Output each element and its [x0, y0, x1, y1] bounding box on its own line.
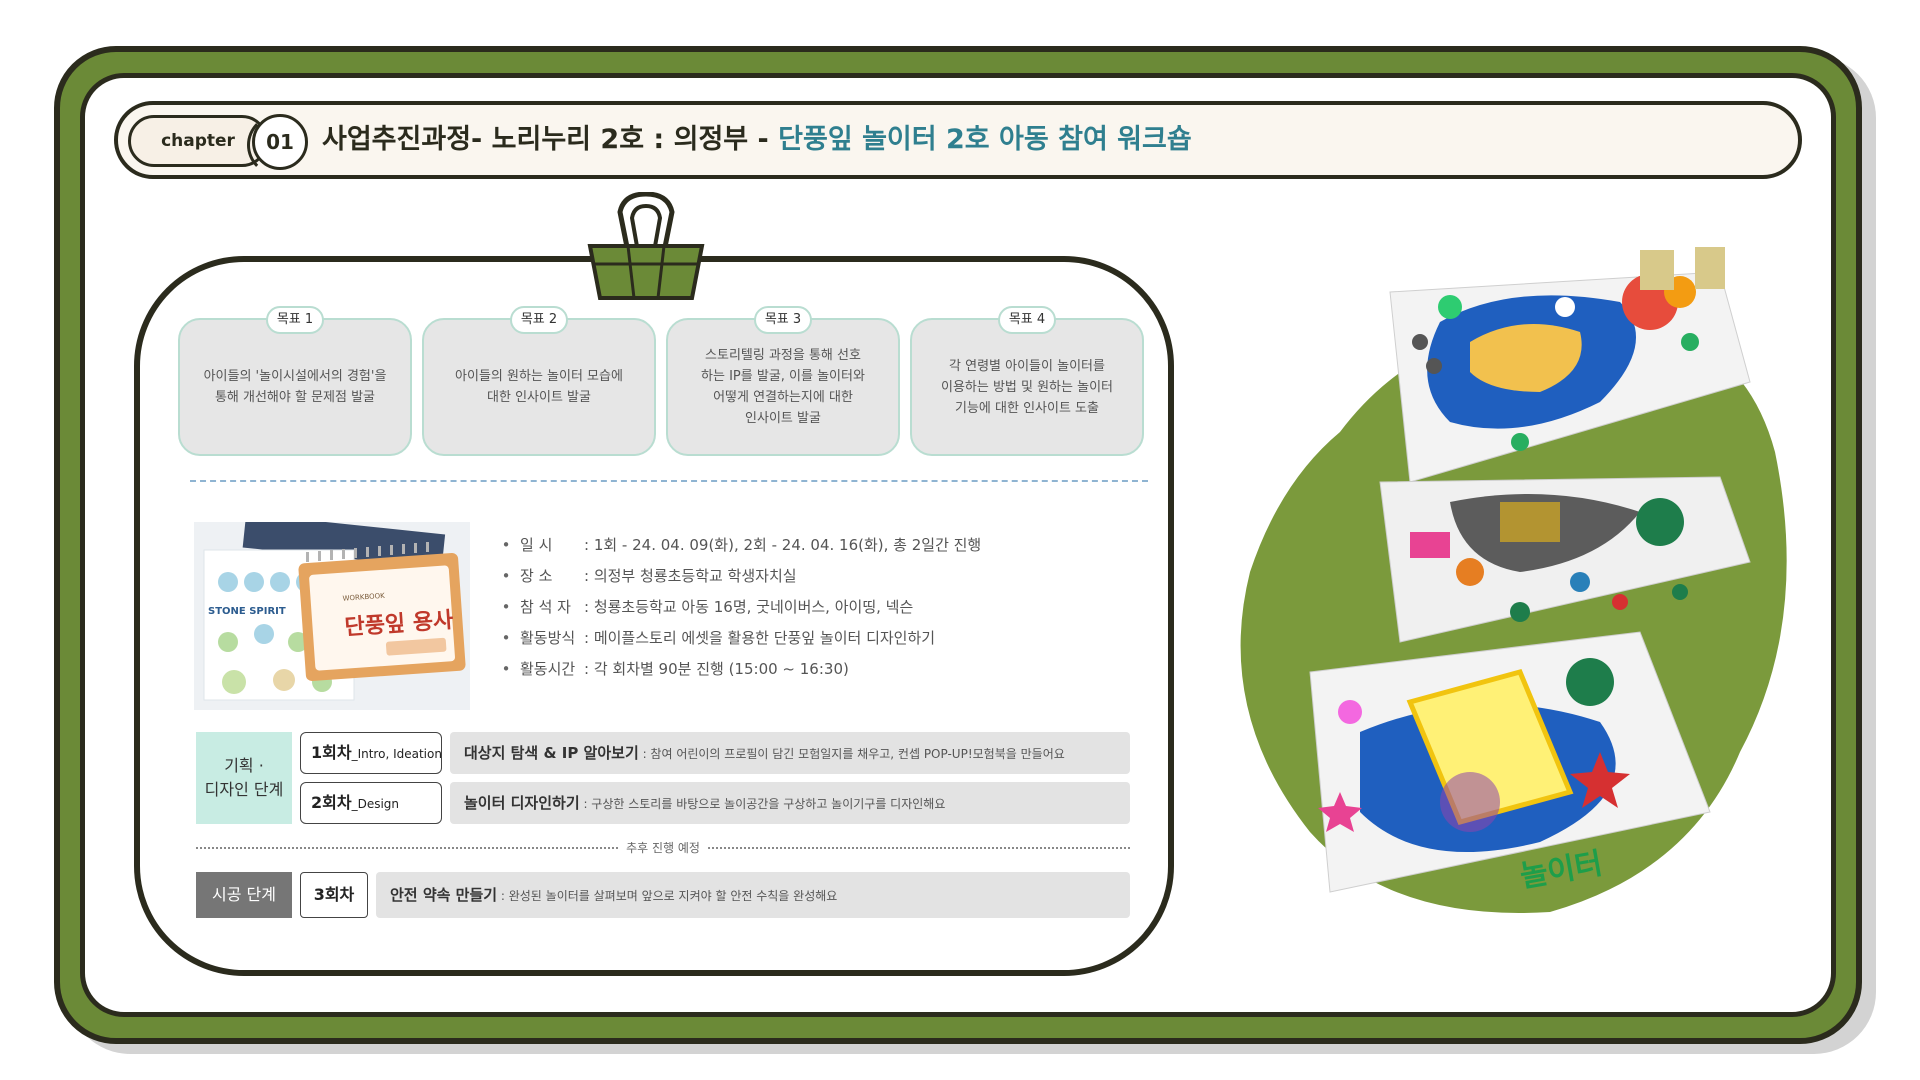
goal-tag-4: 목표 4: [998, 306, 1056, 334]
clay-model-1: [1389, 247, 1751, 483]
chapter-label: chapter: [128, 115, 268, 167]
goal-card-3: 스토리텔링 과정을 통해 선호 하는 IP를 발굴, 이를 놀이터와 어떻게 연…: [666, 318, 900, 456]
title-highlight: 단풍잎 놀이터 2호 아동 참여 워크숍: [778, 124, 1192, 155]
session-1-label: 1회차_Intro, Ideation: [300, 732, 442, 774]
info-row-time: •활동시간: 각 회차별 90분 진행 (15:00 ~ 16:30): [501, 660, 849, 678]
session-3-label: 3회차: [300, 872, 368, 918]
future-divider: 추후 진행 예정: [196, 838, 1130, 858]
info-list: •일 시: 1회 - 24. 04. 09(화), 2회 - 24. 04. 1…: [492, 530, 1172, 685]
workbook-side-text: STONE SPIRIT: [208, 606, 286, 617]
session-1-bar: 대상지 탐색 & IP 알아보기 : 참여 어린이의 프로필이 담긴 모험일지를…: [450, 732, 1130, 774]
page-title: 사업추진과정- 노리누리 2호 : 의정부 - 단풍잎 놀이터 2호 아동 참여…: [322, 118, 1192, 162]
goal-tag-3: 목표 3: [754, 306, 812, 334]
header-bar: [114, 101, 1802, 179]
info-row-place: •장 소: 의정부 청룡초등학교 학생자치실: [501, 567, 797, 585]
binder-clip-icon: [580, 191, 712, 304]
info-row-date: •일 시: 1회 - 24. 04. 09(화), 2회 - 24. 04. 1…: [501, 536, 982, 554]
goal-card-4: 각 연령별 아이들이 놀이터를 이용하는 방법 및 원하는 놀이터 기능에 대한…: [910, 318, 1144, 456]
future-divider-label: 추후 진행 예정: [618, 838, 708, 858]
goal-tag-2: 목표 2: [510, 306, 568, 334]
workbook-cover-top: WORKBOOK: [342, 592, 385, 603]
section-divider: [190, 480, 1148, 482]
title-main: 사업추진과정- 노리누리 2호 : 의정부 -: [322, 124, 779, 155]
stage-plan-design: 기획 · 디자인 단계: [196, 732, 292, 824]
stage-construction: 시공 단계: [196, 872, 292, 918]
session-3-bar: 안전 약속 만들기 : 완성된 놀이터를 살펴보며 앞으로 지켜야 할 안전 수…: [376, 872, 1130, 918]
playground-model-photos: 놀이터: [1220, 232, 1800, 922]
clay-model-2: [1379, 476, 1751, 643]
goal-tag-1: 목표 1: [266, 306, 324, 334]
workbook-photo: WORKBOOK 단풍잎 용사 STONE SPIRIT: [194, 522, 470, 710]
info-row-attendees: •참 석 자: 청룡초등학교 아동 16명, 굿네이버스, 아이띵, 넥슨: [501, 598, 914, 616]
goal-card-2: 아이들의 원하는 놀이터 모습에 대한 인사이트 발굴: [422, 318, 656, 456]
chapter-number: 01: [247, 114, 308, 176]
session-2-bar: 놀이터 디자인하기 : 구상한 스토리를 바탕으로 놀이공간을 구상하고 놀이기…: [450, 782, 1130, 824]
clay-model-3: 놀이터: [1309, 631, 1711, 895]
info-row-method: •활동방식: 메이플스토리 에셋을 활용한 단풍잎 놀이터 디자인하기: [501, 629, 936, 647]
goal-card-1: 아이들의 '놀이시설에서의 경험'을 통해 개선해야 할 문제점 발굴: [178, 318, 412, 456]
session-2-label: 2회차_Design: [300, 782, 442, 824]
